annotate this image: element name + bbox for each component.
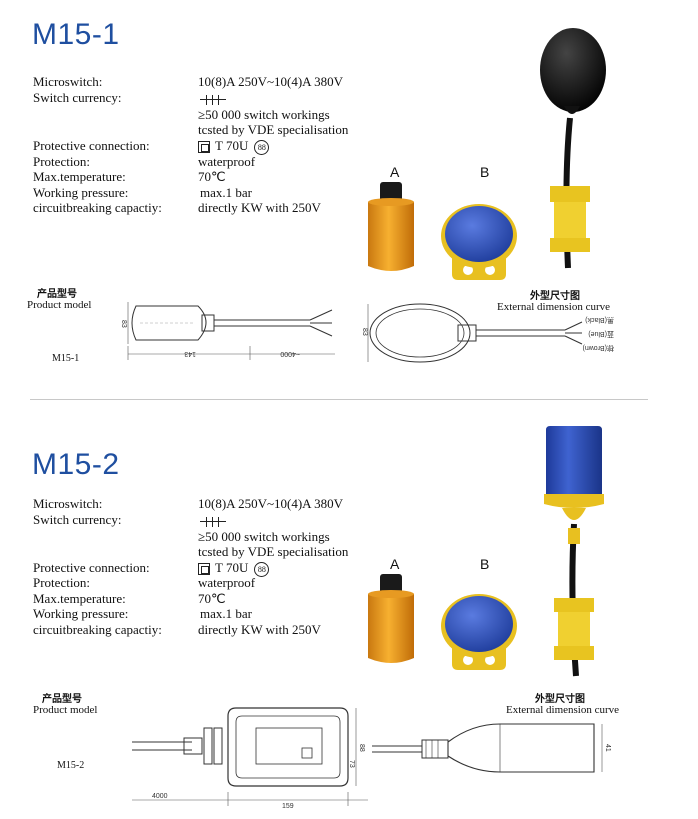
s1-microswitch-value: 10(8)A 250V~10(4)A 380V (198, 74, 343, 89)
s2-currency-line2: tcsted by VDE specialisation (198, 544, 349, 559)
s2-variant-a-image (368, 574, 414, 663)
s1-variant-a-image (368, 182, 414, 271)
section-divider (30, 399, 648, 400)
s2-pressure-value: max.1 bar (200, 606, 252, 621)
s1-variant-a-letter: A (390, 164, 400, 180)
s2-product-model-cn: 产品型号 (42, 694, 82, 705)
s1-class2-icon (198, 141, 210, 154)
s1-variant-b-letter: B (480, 164, 490, 180)
s2-maxtemp-label: Max.temperature: (33, 591, 126, 606)
s1-variant-b-image (441, 204, 517, 280)
s2-maxtemp-value: 70℃ (198, 591, 226, 606)
s2-dimension-cn: 外型尺寸图 (535, 694, 585, 705)
s1-dim-width: 83 (361, 328, 368, 336)
s1-wire-brown: 棕(Brown) (582, 344, 614, 353)
s1-protective-value: T 70U (215, 138, 249, 153)
s2-class2-icon (198, 563, 210, 576)
s1-maxtemp-label: Max.temperature: (33, 169, 126, 184)
s2-switch-symbol-icon (200, 517, 226, 527)
s2-model-code: M15-2 (57, 760, 85, 771)
s1-model-code: M15-1 (52, 353, 80, 364)
s1-protective-value-wrap: T 70U 88 (198, 138, 270, 155)
s1-circuit-value: directly KW with 250V (198, 200, 321, 215)
s2-dim-thick: 41 (604, 744, 611, 752)
s2-top-drawing: 4000 159 88 73 (132, 707, 368, 810)
s2-microswitch-value: 10(8)A 250V~10(4)A 380V (198, 496, 343, 511)
s1-product-model-en: Product model (27, 299, 92, 311)
s2-dim-cable: 4000 (152, 793, 168, 800)
s2-protective-label: Protective connection: (33, 560, 150, 575)
s2-dimension-en: External dimension curve (506, 704, 620, 716)
s2-protective-value: T 70U (215, 560, 249, 575)
s2-variant-a-letter: A (390, 556, 400, 572)
s2-protection-label: Protection: (33, 575, 91, 590)
s2-circuit-value: directly KW with 250V (198, 622, 321, 637)
s1-switch-symbol-icon (200, 95, 226, 105)
s1-protective-badge: 88 (254, 139, 270, 155)
s1-wire-blue: 蓝(Blue) (588, 330, 614, 339)
s2-protective-value-wrap: T 70U 88 (198, 560, 270, 577)
section1-title: M15-1 (32, 18, 120, 51)
s1-dim-cable: ~4000 (280, 350, 300, 357)
s2-product-model-en: Product model (33, 704, 98, 716)
s2-variant-b-image (441, 594, 517, 670)
s1-maxtemp-value: 70℃ (198, 169, 226, 184)
s1-wire-black: 黑(Black) (585, 316, 614, 324)
s2-pressure-label: Working pressure: (33, 606, 129, 621)
s1-currency-label: Switch currency: (33, 90, 122, 105)
s2-protection-value: waterproof (198, 575, 256, 590)
s2-dim-height: 88 (358, 744, 365, 752)
section2-title: M15-2 (32, 448, 120, 481)
s2-side-drawing: 41 (372, 723, 611, 773)
s1-dim-height: 83 (120, 320, 127, 328)
s1-side-drawing: 83 143 ~4000 (120, 302, 335, 360)
s1-protection-label: Protection: (33, 154, 91, 169)
s1-dim-length: 143 (184, 350, 196, 357)
s2-circuit-label: circuitbreaking capactiy: (33, 622, 162, 637)
s1-pressure-label: Working pressure: (33, 185, 129, 200)
s1-dimension-cn: 外型尺寸图 (530, 291, 580, 302)
s2-currency-label: Switch currency: (33, 512, 122, 527)
s1-currency-line1: ≥50 000 switch workings (198, 107, 330, 122)
s1-float-switch-image (540, 28, 606, 269)
s2-dim-inner: 73 (348, 760, 355, 768)
s2-dim-length: 159 (282, 803, 294, 810)
s2-variant-b-letter: B (480, 556, 490, 572)
s1-product-model-cn: 产品型号 (37, 289, 77, 300)
s1-protective-label: Protective connection: (33, 138, 150, 153)
s2-float-switch-image (544, 426, 604, 677)
s1-protection-value: waterproof (198, 154, 256, 169)
s1-top-drawing: 83 黑(Black) 蓝(Blue) 棕(Brown) (361, 303, 614, 363)
s1-pressure-value: max.1 bar (200, 185, 252, 200)
s1-dimension-en: External dimension curve (497, 301, 611, 313)
s2-microswitch-label: Microswitch: (33, 496, 103, 511)
s2-protective-badge: 88 (254, 561, 270, 577)
s1-currency-line2: tcsted by VDE specialisation (198, 122, 349, 137)
s1-circuit-label: circuitbreaking capactiy: (33, 200, 162, 215)
s1-microswitch-label: Microswitch: (33, 74, 103, 89)
s2-currency-line1: ≥50 000 switch workings (198, 529, 330, 544)
